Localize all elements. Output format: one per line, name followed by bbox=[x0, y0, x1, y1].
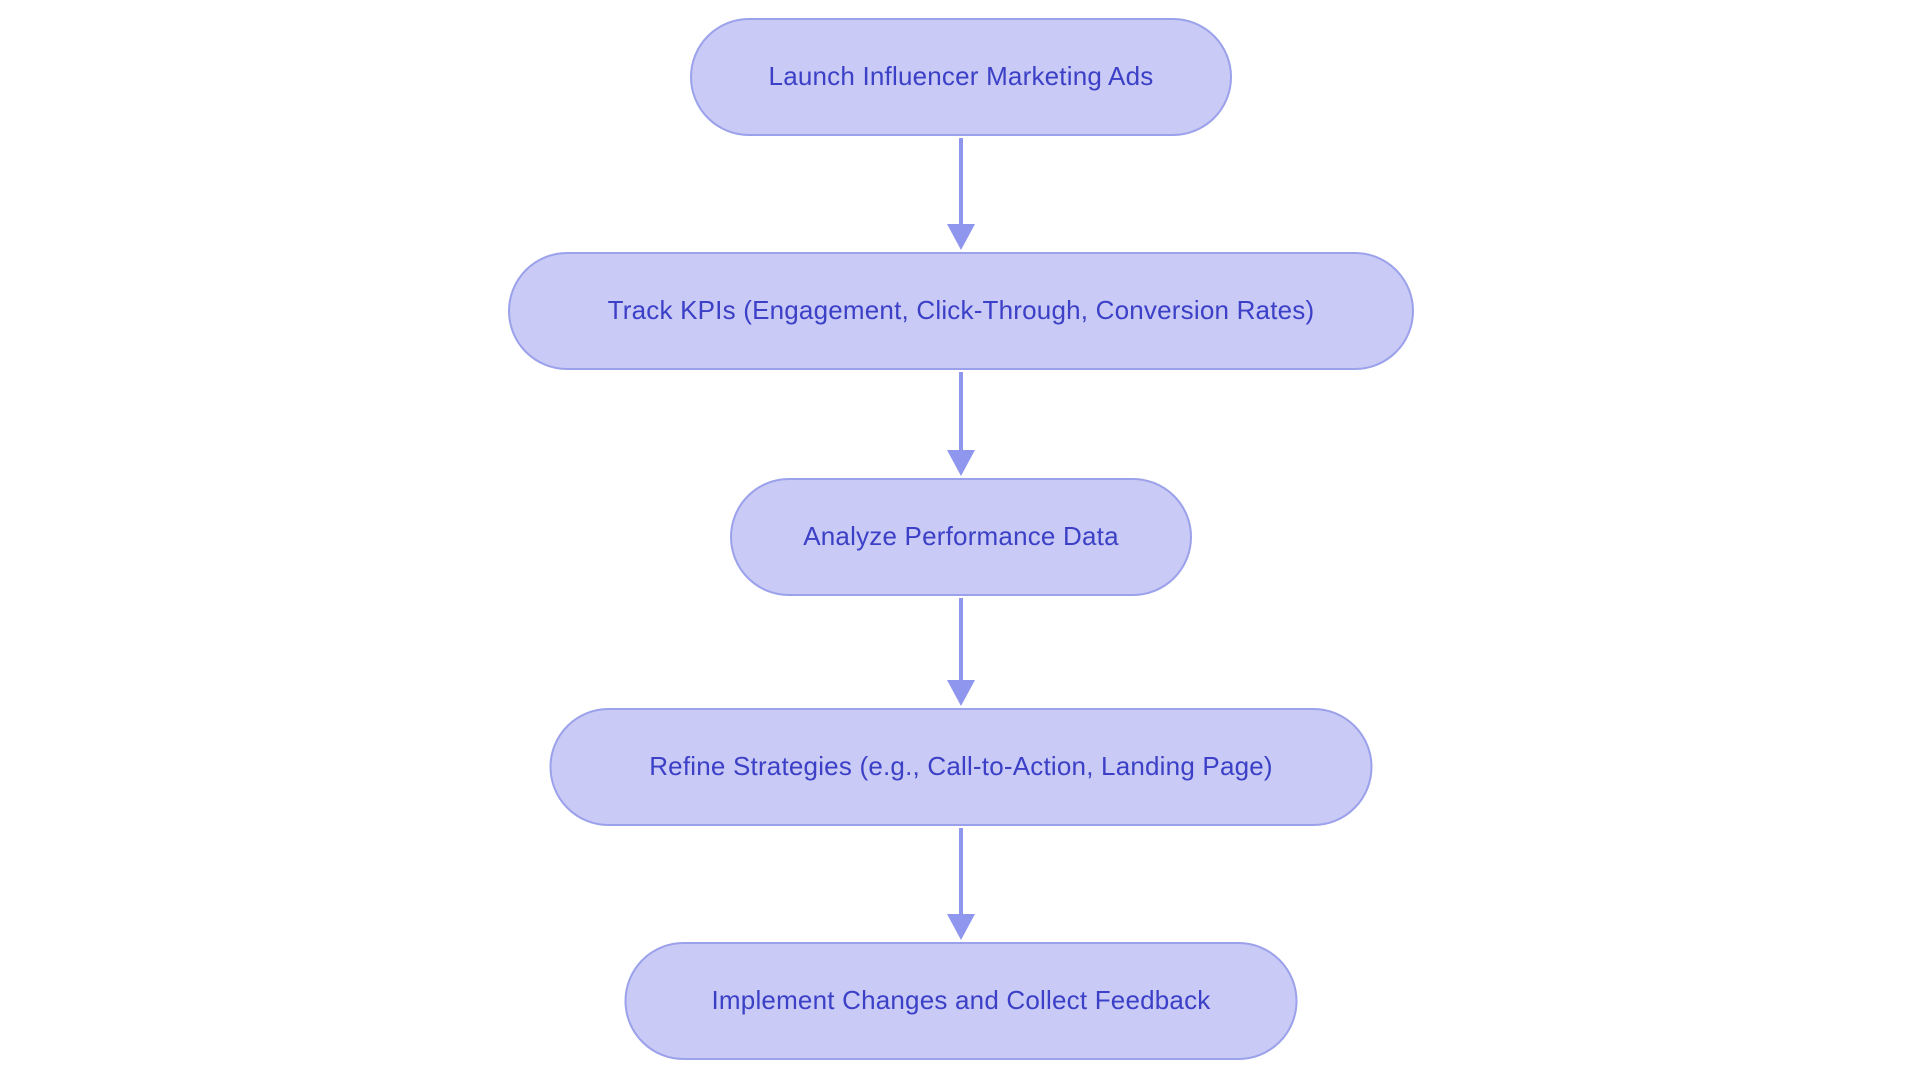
flow-node-analyze-label: Analyze Performance Data bbox=[803, 521, 1119, 552]
flow-arrow-track-kpis-to-analyze bbox=[945, 372, 977, 476]
flow-arrow-refine-to-implement bbox=[945, 828, 977, 940]
arrow-down-icon bbox=[947, 914, 975, 940]
arrow-stem bbox=[959, 138, 963, 224]
flow-node-analyze: Analyze Performance Data bbox=[730, 478, 1192, 596]
flow-node-implement-label: Implement Changes and Collect Feedback bbox=[711, 985, 1211, 1016]
flow-node-track-kpis-label: Track KPIs (Engagement, Click-Through, C… bbox=[607, 295, 1315, 326]
flow-node-launch-label: Launch Influencer Marketing Ads bbox=[768, 61, 1154, 92]
arrow-stem bbox=[959, 598, 963, 680]
flow-node-launch: Launch Influencer Marketing Ads bbox=[690, 18, 1232, 136]
arrow-down-icon bbox=[947, 224, 975, 250]
flow-node-refine-label: Refine Strategies (e.g., Call-to-Action,… bbox=[649, 751, 1273, 782]
flow-arrow-analyze-to-refine bbox=[945, 598, 977, 706]
arrow-down-icon bbox=[947, 450, 975, 476]
arrow-down-icon bbox=[947, 680, 975, 706]
flow-arrow-launch-to-track-kpis bbox=[945, 138, 977, 250]
flow-node-track-kpis: Track KPIs (Engagement, Click-Through, C… bbox=[508, 252, 1414, 370]
flow-node-implement: Implement Changes and Collect Feedback bbox=[624, 942, 1298, 1060]
arrow-stem bbox=[959, 828, 963, 914]
arrow-stem bbox=[959, 372, 963, 450]
flow-node-refine: Refine Strategies (e.g., Call-to-Action,… bbox=[549, 708, 1373, 826]
